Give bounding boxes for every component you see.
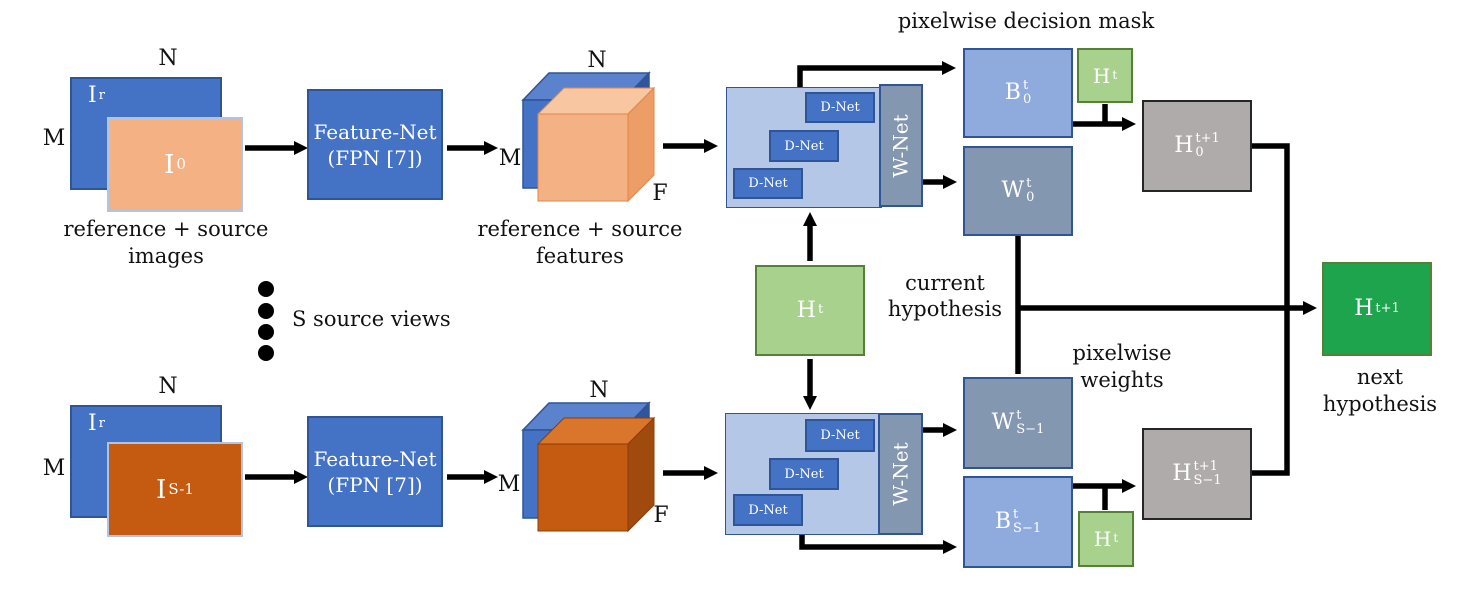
- caption-next-hypothesis: next hypothesis: [1322, 365, 1438, 416]
- feature-net-top: Feature-Net(FPN [7]): [307, 89, 443, 200]
- d-net-bottom-3: D-Net: [805, 419, 875, 452]
- dim-m-bottom-images: M: [42, 456, 66, 481]
- feature-net-bottom: Feature-Net(FPN [7]): [307, 416, 443, 527]
- d-net-bottom-1: D-Net: [733, 494, 803, 526]
- caption-ref-src-features: reference + source features: [477, 217, 683, 268]
- dim-n-top-cube: N: [587, 48, 607, 73]
- caption-current-hypothesis: current hypothesis: [887, 271, 1003, 321]
- d-net-top-1: D-Net: [733, 168, 803, 199]
- w-net-bottom: W-Net: [878, 413, 923, 535]
- dim-m-top-images: M: [42, 126, 66, 151]
- d-net-bottom-2: D-Net: [769, 458, 839, 490]
- feature-cube-bottom: [521, 401, 656, 533]
- caption-s-source-views: S source views: [292, 307, 451, 331]
- dim-f-bottom-cube: F: [653, 503, 669, 528]
- caption-pixelwise-decision-mask: pixelwise decision mask: [897, 9, 1155, 33]
- w-net-top: W-Net: [879, 84, 923, 207]
- dim-f-top-cube: F: [652, 181, 668, 206]
- dim-m-bottom-cube: M: [497, 472, 521, 497]
- flow-arrows: [245, 61, 1317, 554]
- dim-n-bottom-images: N: [158, 374, 178, 399]
- caption-ref-src-images: reference + source images: [63, 217, 269, 268]
- d-net-top-3: D-Net: [805, 92, 875, 123]
- caption-pixelwise-weights: pixelwise weights: [1072, 341, 1172, 392]
- ellipsis-dots: [258, 281, 274, 361]
- dim-n-bottom-cube: N: [589, 378, 609, 403]
- dim-n-top-images: N: [158, 46, 178, 71]
- d-net-top-2: D-Net: [769, 130, 839, 162]
- dim-m-top-cube: M: [498, 146, 522, 171]
- feature-cube-top: [521, 71, 656, 203]
